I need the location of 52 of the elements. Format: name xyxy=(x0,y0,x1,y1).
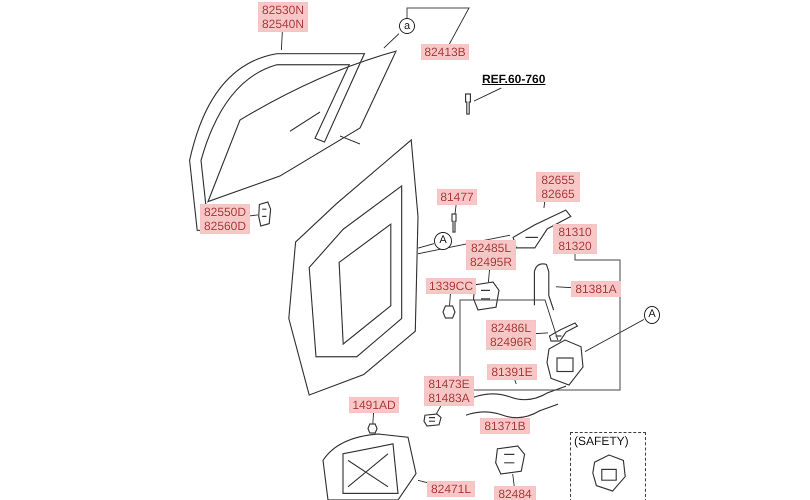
part-number-label: 81381A xyxy=(571,281,621,297)
door-latch-drawing xyxy=(545,340,585,385)
door-handle-drawing xyxy=(548,322,578,342)
leader-line xyxy=(418,243,434,249)
part-number-label: 81477 xyxy=(437,189,477,205)
leader-line xyxy=(280,32,283,50)
leader-line xyxy=(536,332,548,334)
part-number-label: 81391E xyxy=(487,364,537,380)
part-number-label: 81371B xyxy=(480,418,530,434)
bracket-drawing xyxy=(494,446,528,474)
group-title: (SAFETY) xyxy=(574,434,629,448)
door-latch-drawing xyxy=(591,455,627,491)
leader-line xyxy=(372,412,374,424)
dashed-group-box xyxy=(570,432,646,500)
leader-line xyxy=(418,480,428,484)
part-number-label: 82530N 82540N xyxy=(258,2,308,32)
part-number-label: 82486L 82496R xyxy=(486,320,536,350)
part-number-label: 82655 82665 xyxy=(536,172,580,202)
leader-line xyxy=(436,406,442,414)
leader-line xyxy=(584,318,644,352)
leader-line xyxy=(449,294,451,306)
callout-circle: A xyxy=(434,232,452,250)
part-number-label: 82413B xyxy=(421,44,469,60)
leader-line xyxy=(250,214,258,216)
bolt-drawing xyxy=(449,214,459,232)
reference-label: REF.60-760 xyxy=(482,72,554,88)
bracket-drawing xyxy=(472,282,502,310)
part-number-label: 82471L xyxy=(427,481,475,497)
nut-drawing xyxy=(443,306,455,318)
part-number-label: 81473E 81483A xyxy=(424,376,474,406)
rod-drawing xyxy=(532,262,556,310)
callout-circle: a xyxy=(399,18,415,34)
part-number-label: 82484 xyxy=(494,486,536,500)
bracket-drawing xyxy=(423,414,443,426)
leader-line xyxy=(488,270,490,282)
leader-line xyxy=(454,204,457,214)
leader-line xyxy=(556,286,572,288)
part-number-label: 82485L 82495R xyxy=(466,240,516,270)
nut-drawing xyxy=(368,424,377,433)
leader-line xyxy=(383,33,400,48)
bolt-drawing xyxy=(462,94,474,114)
part-number-label: 81310 81320 xyxy=(553,224,597,254)
part-number-label: 1491AD xyxy=(349,397,399,413)
bracket-drawing xyxy=(258,202,272,226)
callout-circle: A xyxy=(644,306,660,324)
leader-line xyxy=(460,254,620,390)
leader-line xyxy=(474,88,502,102)
part-number-label: 82550D 82560D xyxy=(200,204,250,234)
leader-line xyxy=(406,8,470,44)
leader-line xyxy=(514,380,517,384)
part-number-label: 1339CC xyxy=(426,278,476,294)
leader-line xyxy=(512,474,515,486)
